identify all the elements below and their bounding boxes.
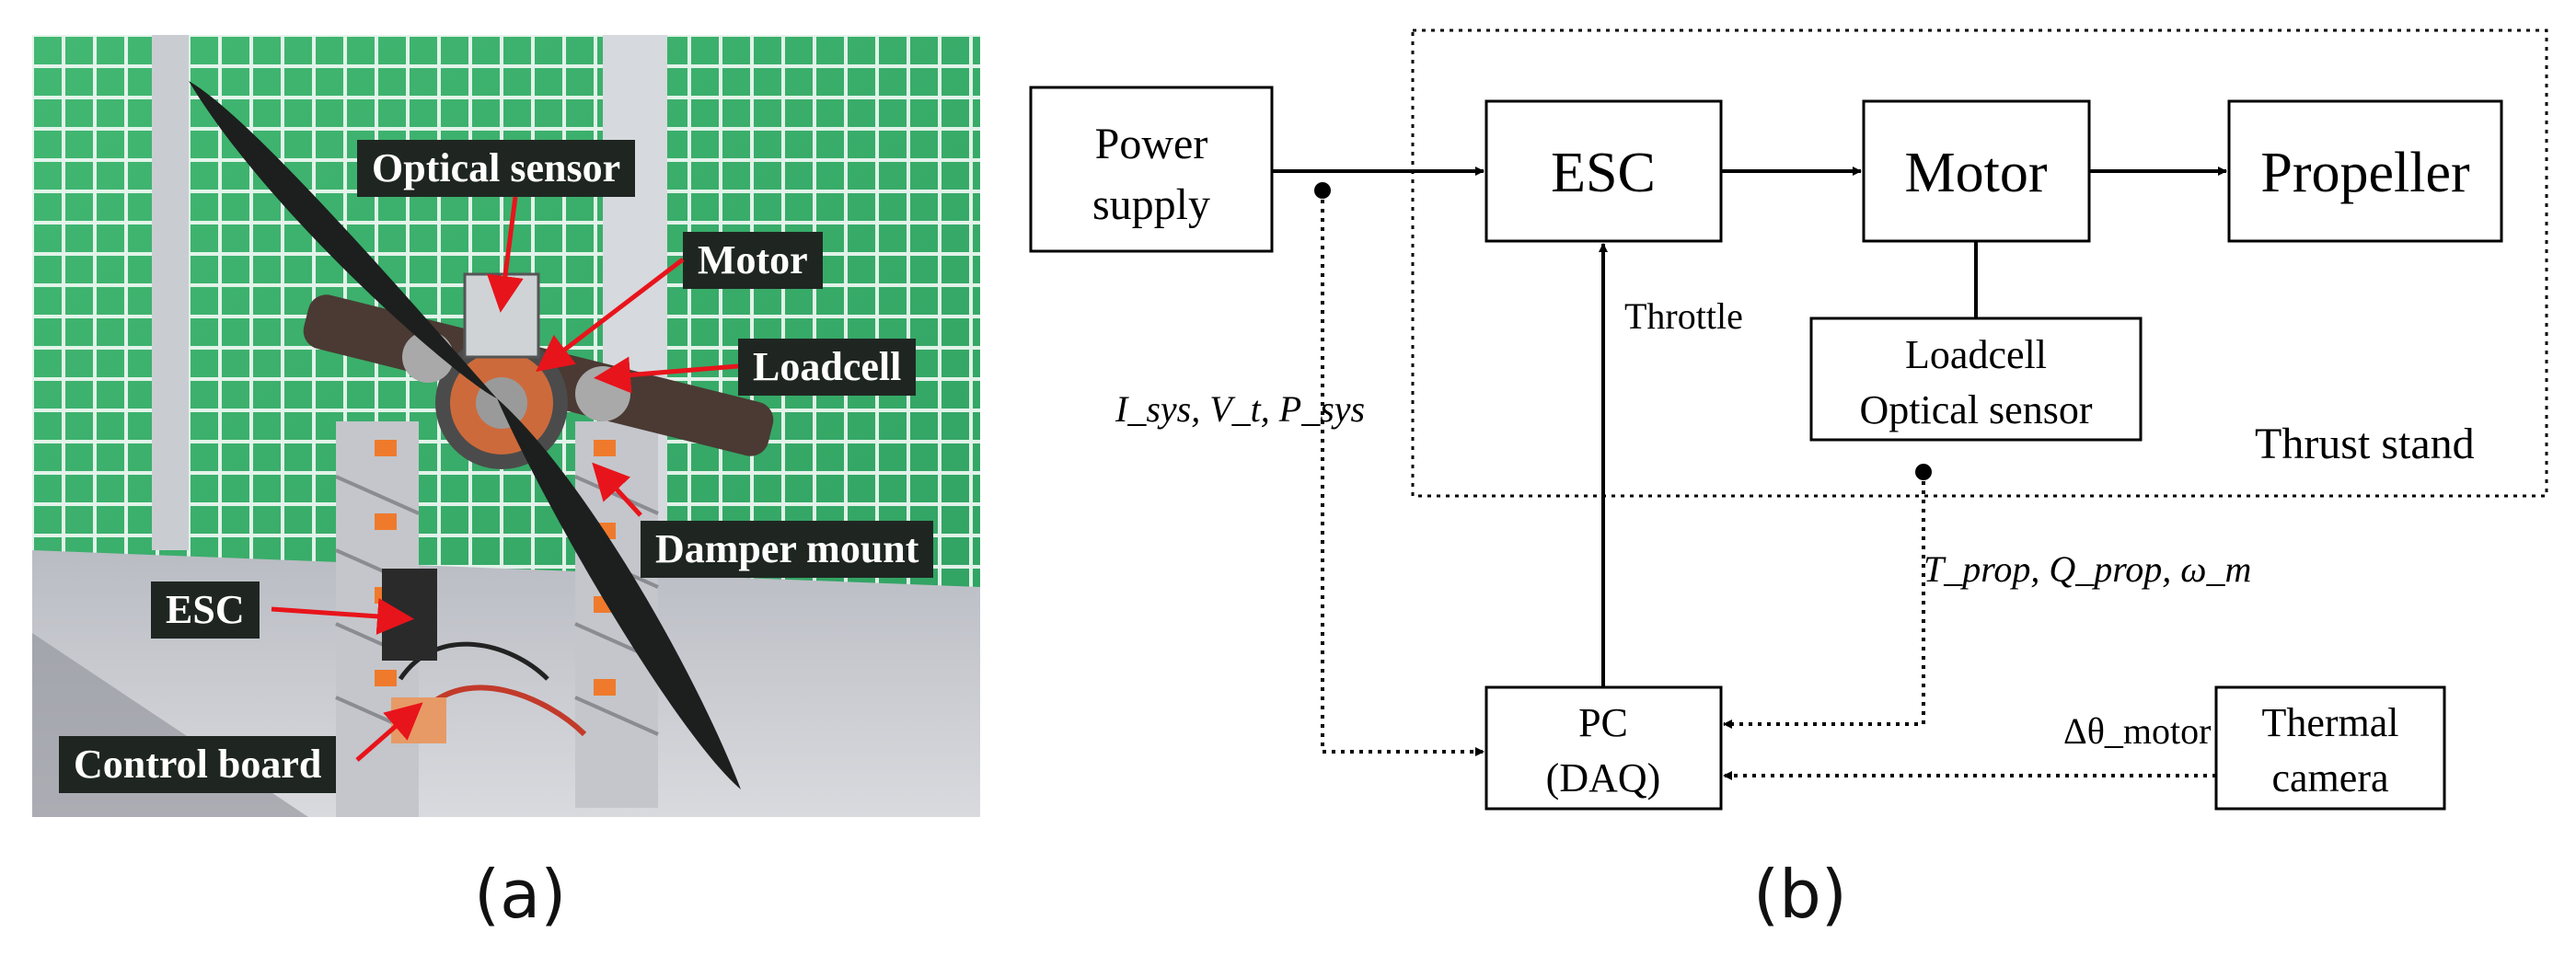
thrust-stand-label: Thrust stand [2255, 420, 2475, 468]
camera-line1: Thermal [2261, 700, 2398, 745]
power-measurements-label: I_sys, V_t, P_sys [1115, 388, 1365, 430]
temperature-label: Δθ_motor [2063, 710, 2211, 752]
sensor-block [1809, 317, 2143, 442]
pc-line2: (DAQ) [1546, 755, 1661, 800]
power-supply-block [1029, 86, 1274, 253]
callout-damper-mount: Damper mount [641, 521, 934, 578]
arrow-power-meas-to-pc [1321, 190, 1484, 756]
block-diagram: Thrust stand Power supply Loadcell Optic… [1029, 29, 2548, 811]
callout-control-board: Control board [59, 736, 337, 793]
junction-dot-sensor [1915, 464, 1932, 480]
thrust-stand-group [1411, 29, 2548, 498]
arrow-loadcell [594, 356, 739, 394]
throttle-label: Throttle [1624, 295, 1743, 337]
callout-motor: Motor [683, 232, 823, 289]
thermal-camera-block [2214, 685, 2446, 811]
arrow-motor [536, 258, 685, 373]
callout-arrows [271, 196, 739, 762]
pc-line1: PC [1578, 700, 1628, 745]
prop-measurements-label: T_prop, Q_prop, ω_m [1923, 548, 2251, 590]
motor-block [1862, 99, 2091, 243]
power-supply-line1: Power [1095, 120, 1208, 168]
arrow-damper-mount [592, 462, 642, 517]
callout-esc: ESC [151, 581, 260, 639]
callout-optical-sensor: Optical sensor [357, 140, 636, 197]
pc-block [1484, 685, 1723, 811]
camera-line2: camera [2272, 755, 2389, 800]
arrow-sensor-meas-to-pc [1723, 472, 1925, 729]
motor-label: Motor [1905, 142, 2048, 204]
arrow-control-board [355, 702, 423, 762]
photo-illustration [32, 35, 980, 817]
panel-b-label: (b) [1753, 856, 1847, 933]
sensor-line2: Optical sensor [1860, 387, 2093, 432]
esc-label: ESC [1551, 142, 1656, 204]
sensor-line1: Loadcell [1905, 332, 2047, 377]
junction-dot-power [1314, 182, 1331, 199]
power-supply-line2: supply [1092, 180, 1210, 229]
callout-loadcell: Loadcell [738, 339, 917, 396]
panel-a-label: (a) [474, 856, 567, 933]
thrust-stand-photo [32, 35, 980, 817]
esc-block [1484, 99, 1723, 243]
arrow-esc [271, 597, 414, 635]
arrow-optical-sensor [487, 196, 524, 313]
propeller-block [2227, 99, 2503, 243]
propeller-label: Propeller [2260, 142, 2470, 204]
